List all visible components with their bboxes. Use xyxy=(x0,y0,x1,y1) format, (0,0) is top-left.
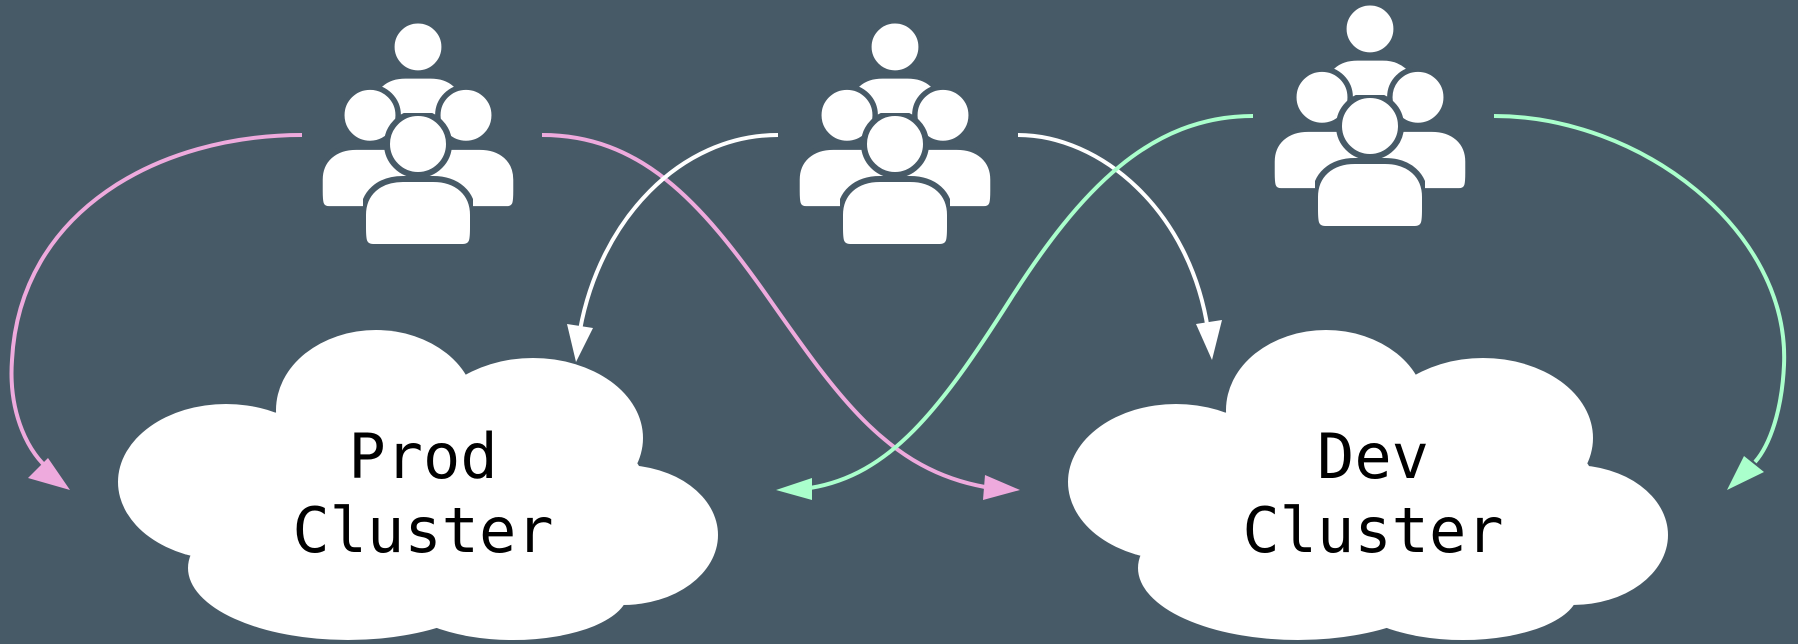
user-group-icon-c xyxy=(1272,3,1468,229)
dev-cluster-label-line1: Dev xyxy=(1317,420,1429,493)
arrow-b-to-dev xyxy=(1017,133,1210,331)
arrowhead-a-to-dev xyxy=(983,475,1020,500)
arrow-c-to-dev xyxy=(1493,114,1787,464)
prod-cluster-label-line1: Prod xyxy=(348,420,497,493)
arrow-c-to-prod xyxy=(809,114,1254,490)
connection-arrows xyxy=(9,114,1787,500)
arrowhead-b-to-dev xyxy=(1196,320,1222,360)
arrowhead-c-to-dev xyxy=(1727,456,1764,490)
user-group-icon-b xyxy=(797,21,993,247)
arrow-b-to-prod xyxy=(578,133,779,331)
prod-cluster-label-line2: Cluster xyxy=(292,494,553,567)
user-group-icon-a xyxy=(320,21,516,247)
arrowhead-a-to-prod xyxy=(28,458,70,490)
arrow-a-to-prod xyxy=(9,133,303,472)
dev-cluster-label-line2: Cluster xyxy=(1242,494,1503,567)
arrow-a-to-dev xyxy=(541,133,986,489)
arrowhead-b-to-prod xyxy=(567,324,593,362)
arrowhead-c-to-prod xyxy=(776,478,812,500)
